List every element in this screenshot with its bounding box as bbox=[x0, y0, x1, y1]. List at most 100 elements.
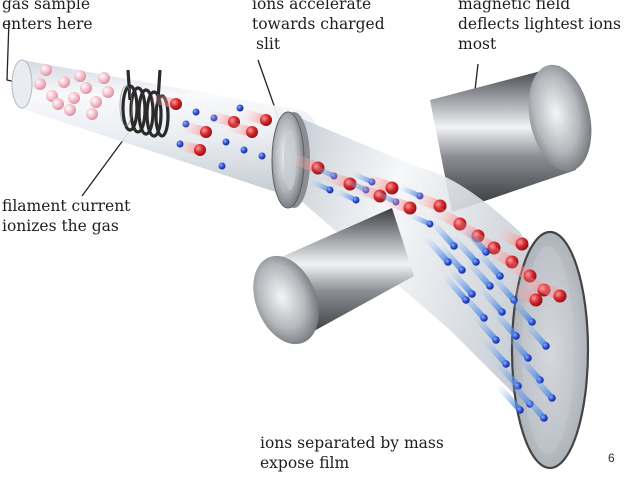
light-ion bbox=[540, 414, 548, 422]
light-ion bbox=[542, 342, 550, 350]
ion-trail bbox=[442, 273, 467, 301]
label-line: ions accelerate bbox=[252, 0, 372, 13]
ion-trail bbox=[478, 285, 503, 313]
ion-trail bbox=[150, 93, 177, 108]
heavy-ion bbox=[403, 201, 417, 215]
ion-trail bbox=[476, 249, 501, 277]
filament-coil-icon bbox=[121, 69, 170, 138]
ion-trail bbox=[424, 235, 449, 263]
ion-particles bbox=[34, 64, 567, 422]
gas-molecule bbox=[58, 76, 70, 88]
light-ion bbox=[240, 146, 248, 154]
heavy-ion bbox=[194, 144, 206, 156]
light-ion bbox=[462, 296, 470, 304]
ion-trail bbox=[472, 313, 497, 341]
label-line: magnetic field bbox=[458, 0, 571, 13]
ion-trail bbox=[226, 121, 253, 136]
ion-trail bbox=[438, 243, 463, 271]
ion-trail bbox=[508, 282, 537, 303]
light-ion bbox=[218, 162, 226, 170]
light-ion bbox=[516, 406, 524, 414]
gas-molecule bbox=[74, 70, 86, 82]
gas-molecule bbox=[68, 92, 80, 104]
light-ion bbox=[236, 104, 244, 112]
charged-slit bbox=[271, 111, 310, 209]
ion-trail bbox=[411, 192, 441, 210]
page-number: 6 bbox=[608, 451, 615, 465]
ion-trail bbox=[490, 273, 515, 301]
magnet-pole-back bbox=[430, 64, 592, 212]
ion-trail bbox=[240, 109, 267, 124]
ion-trail bbox=[496, 383, 521, 411]
ion-trail bbox=[520, 391, 545, 419]
gas-molecule bbox=[40, 64, 52, 76]
light-ion bbox=[352, 196, 360, 204]
light-ion bbox=[176, 140, 184, 148]
label-line: ions separated by mass bbox=[260, 434, 444, 452]
ion-trail bbox=[494, 226, 523, 247]
light-ion bbox=[512, 332, 520, 340]
ion-trail bbox=[409, 213, 431, 226]
light-ion bbox=[192, 108, 200, 116]
gas-molecule bbox=[86, 108, 98, 120]
light-ion bbox=[258, 152, 266, 160]
ion-trail bbox=[482, 337, 507, 365]
light-ion bbox=[492, 336, 500, 344]
label-gas-sample: gas sample enters here bbox=[2, 0, 93, 34]
light-ion bbox=[468, 290, 476, 298]
gas-molecule bbox=[34, 78, 46, 90]
light-ion bbox=[444, 258, 452, 266]
ion-trail bbox=[363, 174, 393, 192]
label-line: slit bbox=[256, 35, 281, 53]
heavy-ion bbox=[515, 237, 529, 251]
label-line: most bbox=[458, 35, 497, 53]
gas-molecule bbox=[102, 86, 114, 98]
ion-trail bbox=[462, 225, 487, 253]
gas-molecule bbox=[90, 96, 102, 108]
label-line: ionizes the gas bbox=[2, 217, 119, 235]
label-line: enters here bbox=[2, 15, 93, 33]
ion-trail bbox=[452, 235, 477, 263]
label-line: towards charged bbox=[252, 15, 385, 33]
light-ion bbox=[486, 282, 494, 290]
label-magnetic-field: magnetic field deflects lightest ions mo… bbox=[458, 0, 621, 54]
ion-trail bbox=[504, 331, 529, 359]
ion-trail bbox=[321, 170, 351, 188]
ion-trail bbox=[494, 359, 519, 387]
heavy-ion bbox=[200, 126, 212, 138]
gas-molecule bbox=[64, 104, 76, 116]
ion-trail bbox=[289, 154, 319, 172]
heavy-ion bbox=[246, 126, 258, 138]
ion-trail bbox=[532, 278, 561, 299]
ion-trail bbox=[381, 194, 411, 212]
ion-trail bbox=[309, 179, 331, 192]
ion-trail bbox=[430, 219, 455, 247]
ion-trail bbox=[180, 121, 207, 136]
gas-molecule bbox=[52, 98, 64, 110]
heavy-ion bbox=[529, 293, 543, 307]
heavy-ion bbox=[385, 181, 399, 195]
ion-trail bbox=[208, 111, 235, 126]
light-ion bbox=[524, 354, 532, 362]
heavy-ion bbox=[553, 289, 567, 303]
magnet-pole-front bbox=[253, 208, 414, 345]
label-filament: filament current ionizes the gas bbox=[2, 196, 130, 236]
label-line: expose film bbox=[260, 454, 350, 472]
light-ion bbox=[502, 360, 510, 368]
gas-molecule bbox=[80, 82, 92, 94]
light-ion bbox=[548, 394, 556, 402]
gas-molecule bbox=[98, 72, 110, 84]
ion-trail bbox=[351, 182, 381, 200]
ion-trail bbox=[516, 353, 541, 381]
ion-trail bbox=[522, 319, 547, 347]
ion-trail bbox=[448, 267, 473, 295]
heavy-ion bbox=[170, 98, 182, 110]
light-ion bbox=[458, 266, 466, 274]
ion-trail bbox=[492, 309, 517, 337]
light-ion bbox=[480, 314, 488, 322]
heavy-ion bbox=[260, 114, 272, 126]
label-separated-ions: ions separated by mass expose film bbox=[260, 433, 444, 473]
light-ion bbox=[326, 186, 334, 194]
